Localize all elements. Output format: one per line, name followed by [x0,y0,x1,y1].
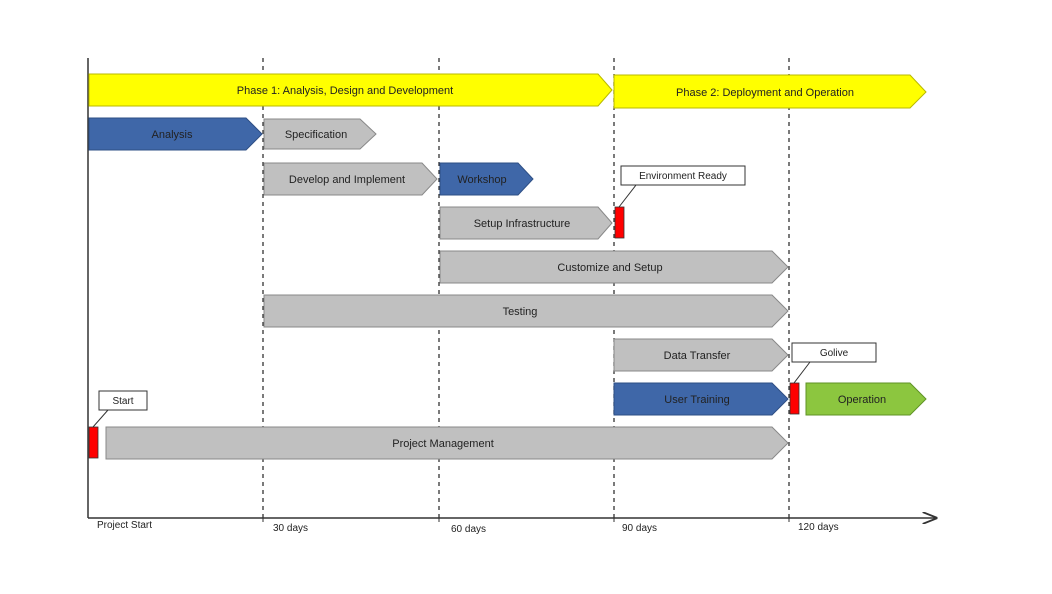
phase-1-shape [88,73,613,107]
tick-label-30-days: 30 days [273,523,308,534]
task-develop-and-implement-shape [263,162,438,196]
task-develop-and-implement: Develop and Implement [263,162,438,196]
task-testing-label: Testing [503,306,538,318]
task-data-transfer: Data Transfer [613,338,789,372]
phase-2-shape [613,74,927,109]
milestone-golive-callout [791,342,877,363]
phase-2-label: Phase 2: Deployment and Operation [676,87,854,99]
task-workshop-shape [439,162,534,196]
milestone-environment-ready-leader [618,184,637,208]
task-user-training-shape [613,382,789,416]
task-project-management-label: Project Management [392,438,494,450]
milestone-start: Start [88,390,148,459]
milestone-start-callout [98,390,148,411]
task-analysis: Analysis [88,117,263,151]
phase-1-bar: Phase 1: Analysis, Design and Developmen… [88,73,613,107]
tick-label-project-start: Project Start [97,520,152,531]
milestone-golive-marker [789,382,800,415]
task-setup-infrastructure-shape [439,206,613,240]
task-user-training: User Training [613,382,789,416]
task-data-transfer-shape [613,338,789,372]
task-develop-and-implement-label: Develop and Implement [289,174,405,186]
task-setup-infrastructure-label: Setup Infrastructure [474,218,571,230]
task-analysis-shape [88,117,263,151]
milestone-environment-ready-marker [614,206,625,239]
tick-label-90-days: 90 days [622,523,657,534]
task-specification: Specification [263,118,377,150]
task-workshop: Workshop [439,162,534,196]
task-customize-and-setup-label: Customize and Setup [557,262,662,274]
task-testing: Testing [263,294,789,328]
task-analysis-label: Analysis [152,129,193,141]
phase-1-label: Phase 1: Analysis, Design and Developmen… [237,85,453,97]
task-workshop-label: Workshop [457,174,506,186]
task-data-transfer-label: Data Transfer [664,350,731,362]
task-operation-shape [805,382,927,416]
milestone-start-label: Start [112,396,133,407]
task-setup-infrastructure: Setup Infrastructure [439,206,613,240]
milestone-golive-leader [793,361,811,384]
task-customize-and-setup: Customize and Setup [439,250,789,284]
task-customize-and-setup-shape [439,250,789,284]
milestone-golive: Golive [789,342,877,415]
task-specification-shape [263,118,377,150]
tick-label-120-days: 120 days [798,522,839,533]
task-project-management: Project Management [105,426,789,460]
milestone-golive-label: Golive [820,348,849,359]
milestone-start-marker [88,426,99,459]
task-operation-label: Operation [838,394,886,406]
milestone-environment-ready: Environment Ready [614,165,746,239]
task-operation: Operation [805,382,927,416]
task-testing-shape [263,294,789,328]
milestone-environment-ready-label: Environment Ready [639,171,727,182]
task-specification-label: Specification [285,129,347,141]
task-user-training-label: User Training [664,394,729,406]
phase-2-bar: Phase 2: Deployment and Operation [613,74,927,109]
milestone-environment-ready-callout [620,165,746,186]
milestone-start-leader [92,409,109,428]
tick-label-60-days: 60 days [451,524,486,535]
task-project-management-shape [105,426,789,460]
